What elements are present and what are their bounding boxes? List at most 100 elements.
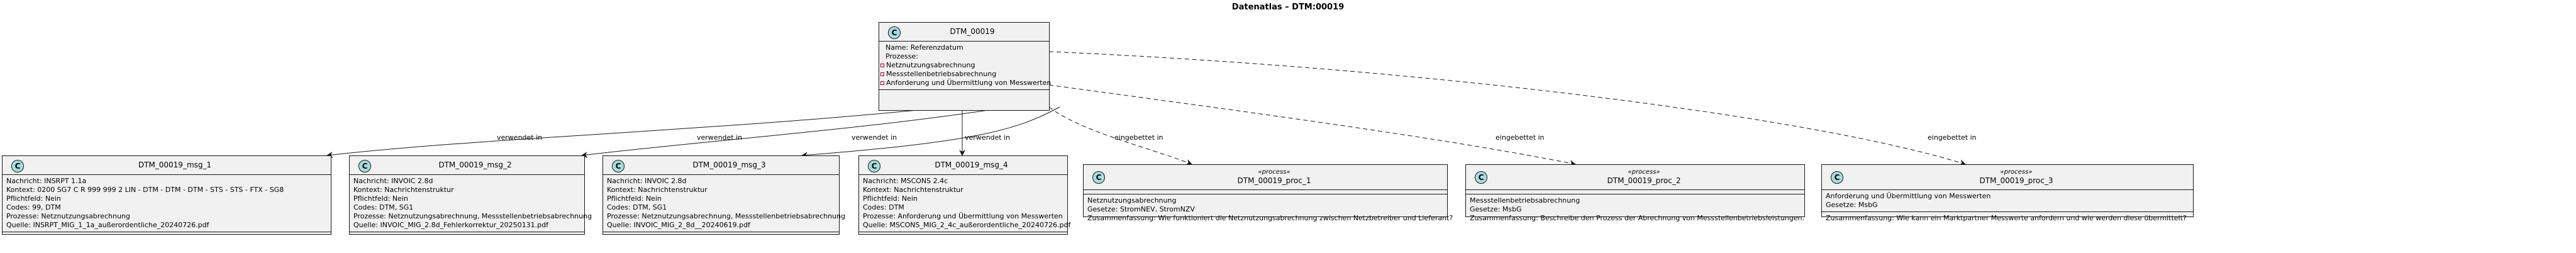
edge-label-msg-3: verwendet in bbox=[852, 133, 897, 142]
field-line: Nachricht: INVOIC 2.8d bbox=[607, 177, 687, 185]
class-fields: Nachricht: INSRPT 1.1a Kontext: 0200 SG7… bbox=[3, 175, 331, 232]
field-line: Nachricht: INSRPT 1.1a bbox=[6, 177, 87, 185]
field-process-3: Anforderung und Übermittlung von Messwer… bbox=[880, 79, 1051, 87]
field-line: Quelle: INVOIC_MIG_2.8d_Fehlerkorrektur_… bbox=[353, 221, 548, 229]
class-circle-icon: C bbox=[358, 160, 371, 172]
edge-root-proc-1 bbox=[1048, 106, 1192, 166]
private-marker-icon bbox=[880, 81, 884, 85]
field-line: Gesetze: MsbG bbox=[1826, 201, 1878, 209]
class-fields-top: Anforderung und Übermittlung von Messwer… bbox=[1822, 190, 2193, 212]
class-name: DTM_00019_proc_3 bbox=[1979, 176, 2053, 185]
field-line: Messstellenbetriebsabrechnung bbox=[1470, 196, 1580, 205]
class-separator bbox=[1466, 190, 1804, 194]
field-line: Codes: 99, DTM bbox=[6, 203, 61, 211]
field-line: Kontext: Nachrichtenstruktur bbox=[353, 186, 454, 194]
private-marker-icon bbox=[880, 64, 884, 67]
field-line: Prozesse: Netznutzungsabrechnung, Messst… bbox=[607, 212, 846, 220]
field-line: Prozesse: Anforderung und Übermittlung v… bbox=[863, 212, 1063, 220]
class-header: C DTM_00019_msg_2 bbox=[350, 156, 584, 175]
field-name: Name: Referenzdatum bbox=[886, 43, 963, 52]
edge-root-msg-3 bbox=[801, 106, 1060, 159]
class-circle-icon: C bbox=[612, 160, 625, 172]
class-circle-icon: C bbox=[1092, 171, 1105, 184]
class-circle-icon: C bbox=[11, 160, 24, 172]
class-header: C «process» DTM_00019_proc_2 bbox=[1466, 165, 1804, 190]
class-msg-4[interactable]: C DTM_00019_msg_4 Nachricht: MSCONS 2.4c… bbox=[858, 155, 1071, 235]
field-line: Zusammenfassung: Beschreibe den Prozess … bbox=[1470, 214, 1804, 222]
field-line: Gesetze: MsbG bbox=[1470, 205, 1522, 213]
class-header: C «process» DTM_00019_proc_3 bbox=[1822, 165, 2193, 190]
class-fields: Messstellenbetriebsabrechnung Gesetze: M… bbox=[1466, 194, 1804, 225]
field-line: Pflichtfeld: Nein bbox=[863, 194, 918, 203]
class-name: DTM_00019_msg_2 bbox=[438, 160, 512, 169]
field-line: Kontext: Nachrichtenstruktur bbox=[863, 186, 963, 194]
field-line: Netznutzungsabrechnung bbox=[1087, 196, 1177, 205]
edge-label-msg-4: verwendet in bbox=[965, 133, 1010, 142]
field-line: Kontext: Nachrichtenstruktur bbox=[607, 186, 708, 194]
field-line: Quelle: MSCONS_MIG_2_4c_außerordentliche… bbox=[863, 221, 1071, 229]
class-header: C DTM_00019_msg_3 bbox=[603, 156, 839, 175]
class-circle-icon: C bbox=[1831, 171, 1843, 184]
class-name: DTM_00019 bbox=[950, 27, 995, 36]
class-fields: Nachricht: INVOIC 2.8d Kontext: Nachrich… bbox=[350, 175, 592, 232]
field-line: Prozesse: Netznutzungsabrechnung bbox=[6, 212, 130, 220]
class-stereotype: «process» bbox=[1628, 169, 1660, 176]
class-name: DTM_00019_proc_2 bbox=[1607, 176, 1681, 185]
class-fields: Nachricht: INVOIC 2.8d Kontext: Nachrich… bbox=[603, 175, 846, 232]
class-proc-3[interactable]: C «process» DTM_00019_proc_3 Anforderung… bbox=[1821, 164, 2194, 222]
edge-label-proc-3: eingebettet in bbox=[1928, 133, 1977, 142]
class-fields: Netznutzungsabrechnung Gesetze: StromNEV… bbox=[1084, 194, 1453, 225]
class-fields: Name: Referenzdatum Prozesse: Netznutzun… bbox=[879, 42, 1051, 90]
field-line: Pflichtfeld: Nein bbox=[607, 194, 662, 203]
class-msg-3[interactable]: C DTM_00019_msg_3 Nachricht: INVOIC 2.8d… bbox=[602, 155, 846, 235]
class-stereotype: «process» bbox=[1258, 169, 1291, 176]
field-line: Nachricht: MSCONS 2.4c bbox=[863, 177, 948, 185]
field-line: Kontext: 0200 SG7 C R 999 999 2 LIN - DT… bbox=[6, 186, 284, 194]
class-header: C DTM_00019_msg_1 bbox=[3, 156, 331, 175]
class-circle-icon: C bbox=[888, 26, 901, 39]
class-header: C «process» DTM_00019_proc_1 bbox=[1084, 165, 1447, 190]
edge-label-proc-1: eingebettet in bbox=[1114, 133, 1163, 142]
class-header: C DTM_00019_msg_4 bbox=[859, 156, 1067, 175]
class-name: DTM_00019_msg_1 bbox=[138, 160, 212, 169]
class-circle-icon: C bbox=[1475, 171, 1487, 184]
class-fields: Nachricht: MSCONS 2.4c Kontext: Nachrich… bbox=[859, 175, 1071, 232]
edge-label-msg-1: verwendet in bbox=[497, 133, 542, 142]
field-process-2: Messstellenbetriebsabrechnung bbox=[880, 70, 1045, 79]
field-line: Gesetze: StromNEV, StromNZV bbox=[1087, 205, 1195, 213]
edge-root-proc-3 bbox=[1048, 51, 1966, 166]
class-fields-bottom: Zusammenfassung: Wie kann ein Marktpartn… bbox=[1822, 212, 2193, 225]
edge-label-proc-2: eingebettet in bbox=[1496, 133, 1545, 142]
edge-root-msg-2 bbox=[581, 100, 1050, 158]
class-methods bbox=[879, 90, 1049, 94]
diagram-title: Datenatlas – DTM:00019 bbox=[1231, 3, 1345, 12]
field-line: Codes: DTM, SG1 bbox=[607, 203, 667, 211]
class-header: C DTM_00019 bbox=[879, 23, 1049, 42]
class-name: DTM_00019_proc_1 bbox=[1237, 176, 1311, 185]
class-proc-2[interactable]: C «process» DTM_00019_proc_2 Messstellen… bbox=[1465, 164, 1805, 222]
class-msg-2[interactable]: C DTM_00019_msg_2 Nachricht: INVOIC 2.8d… bbox=[349, 155, 592, 235]
field-line: Prozesse: Netznutzungsabrechnung, Messst… bbox=[353, 212, 592, 220]
field-line: Codes: DTM bbox=[863, 203, 904, 211]
class-circle-icon: C bbox=[868, 160, 880, 172]
class-separator bbox=[1084, 190, 1447, 194]
class-name: DTM_00019_msg_4 bbox=[935, 160, 1008, 169]
class-stereotype: «process» bbox=[2000, 169, 2033, 176]
field-line: Zusammenfassung: Wie funktioniert die Ne… bbox=[1087, 214, 1453, 222]
field-line: Anforderung und Übermittlung von Messwer… bbox=[1826, 192, 1991, 200]
field-line: Pflichtfeld: Nein bbox=[353, 194, 408, 203]
private-marker-icon bbox=[880, 72, 884, 76]
field-line: Quelle: INSRPT_MIG_1_1a_außerordentliche… bbox=[6, 221, 209, 229]
field-line: Pflichtfeld: Nein bbox=[6, 194, 61, 203]
field-line: Nachricht: INVOIC 2.8d bbox=[353, 177, 433, 185]
class-msg-1[interactable]: C DTM_00019_msg_1 Nachricht: INSRPT 1.1a… bbox=[2, 155, 331, 235]
field-line: Quelle: INVOIC_MIG_2_8d__20240619.pdf bbox=[607, 221, 750, 229]
field-processes: Prozesse: bbox=[886, 52, 918, 60]
class-root[interactable]: C DTM_00019 Name: Referenzdatum Prozesse… bbox=[879, 22, 1051, 111]
field-line: Codes: DTM, SG1 bbox=[353, 203, 414, 211]
class-proc-1[interactable]: C «process» DTM_00019_proc_1 Netznutzung… bbox=[1083, 164, 1453, 222]
field-process-1: Netznutzungsabrechnung bbox=[880, 61, 1045, 70]
field-line: Zusammenfassung: Wie kann ein Marktpartn… bbox=[1826, 214, 2187, 222]
edge-root-proc-2 bbox=[1048, 84, 1576, 167]
